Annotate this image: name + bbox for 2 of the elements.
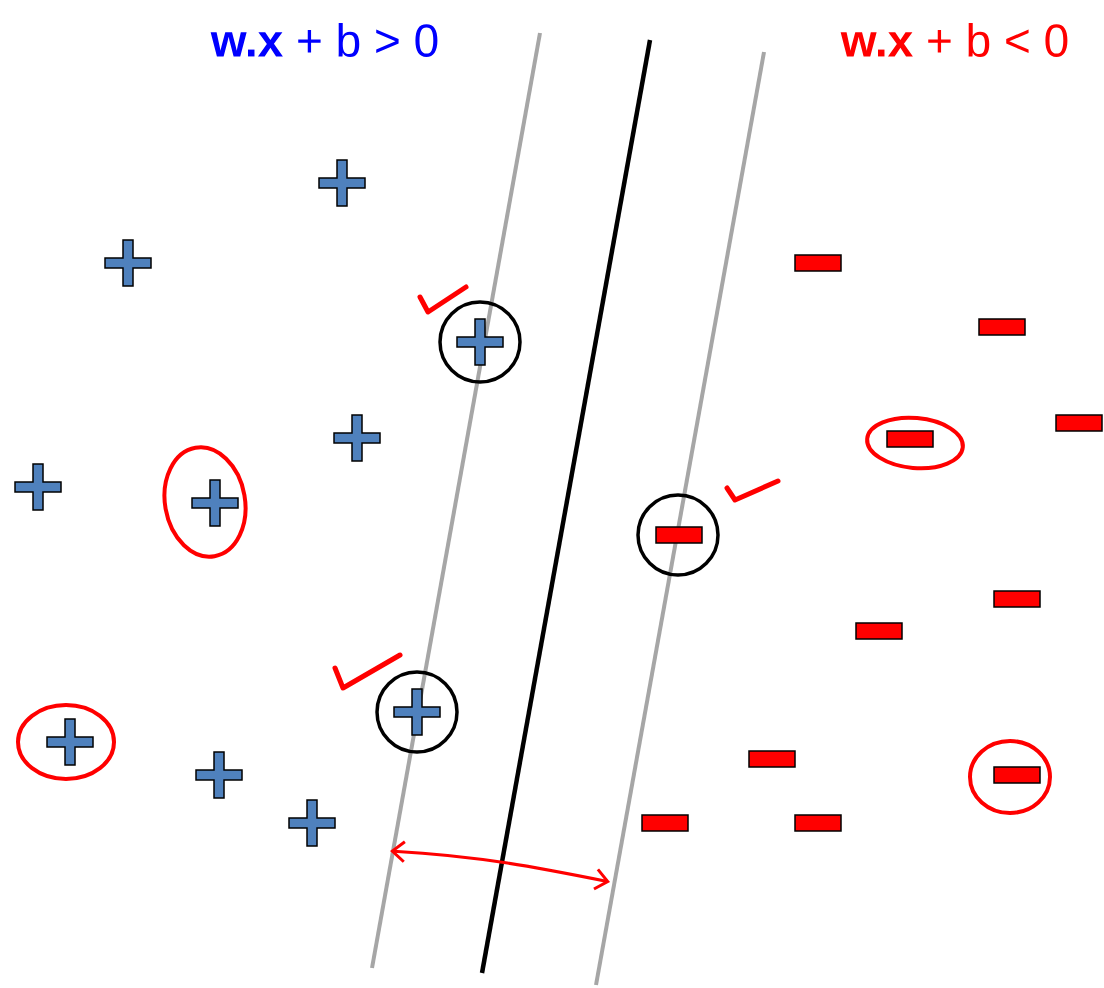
formula-label: w.x + b > 0 bbox=[210, 23, 438, 57]
formula-label: w.x + b < 0 bbox=[840, 23, 1068, 57]
